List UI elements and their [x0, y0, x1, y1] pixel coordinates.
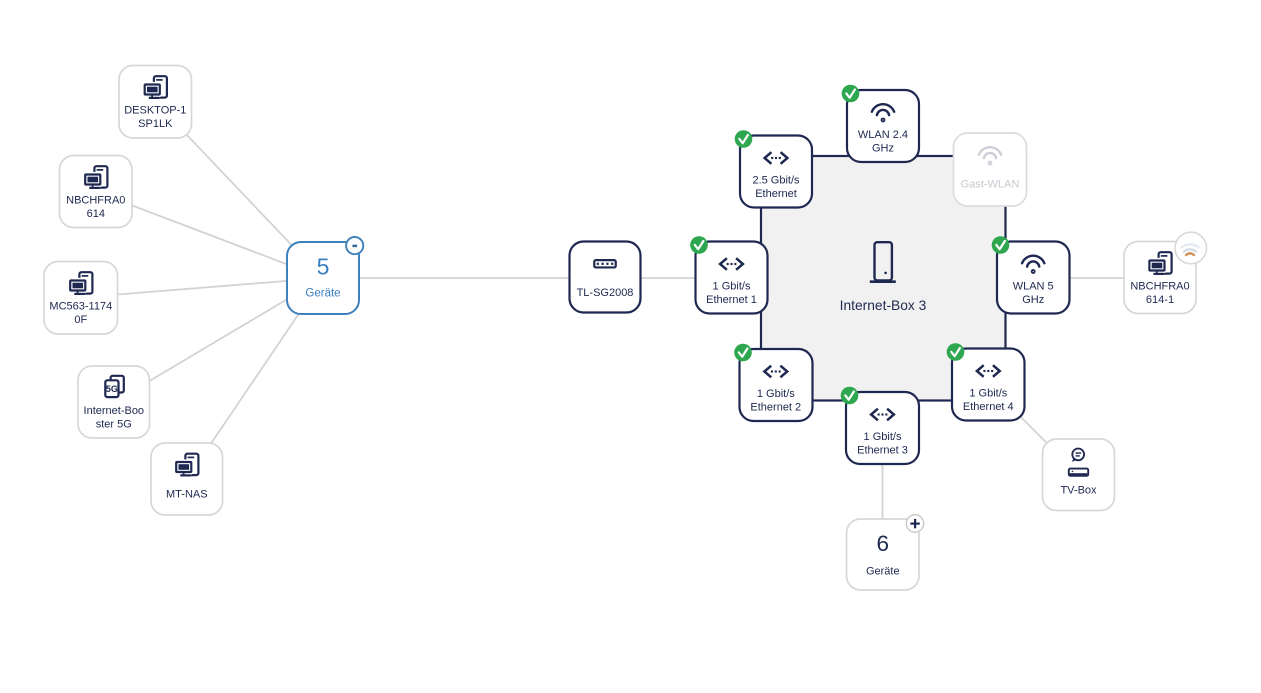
svg-text:Geräte: Geräte: [305, 288, 340, 300]
svg-text:DESKTOP-1: DESKTOP-1: [124, 104, 186, 116]
svg-text:GHz: GHz: [1022, 294, 1044, 306]
svg-text:5: 5: [317, 254, 330, 280]
svg-text:2.5 Gbit/s: 2.5 Gbit/s: [752, 174, 800, 186]
svg-text:Internet-Box 3: Internet-Box 3: [840, 298, 927, 313]
svg-text:MT-NAS: MT-NAS: [166, 489, 208, 501]
svg-text:Ethernet 2: Ethernet 2: [750, 401, 801, 413]
svg-text:Internet-Boo: Internet-Boo: [84, 405, 145, 417]
svg-text:1 Gbit/s: 1 Gbit/s: [713, 280, 751, 292]
svg-text:TV-Box: TV-Box: [1060, 485, 1097, 497]
svg-text:Geräte: Geräte: [866, 565, 900, 577]
svg-text:614-1: 614-1: [1146, 294, 1174, 306]
svg-text:1 Gbit/s: 1 Gbit/s: [864, 431, 902, 443]
svg-text:Ethernet: Ethernet: [755, 188, 797, 200]
svg-text:WLAN 2.4: WLAN 2.4: [858, 129, 908, 141]
svg-text:WLAN 5: WLAN 5: [1013, 280, 1054, 292]
svg-text:Ethernet 3: Ethernet 3: [857, 444, 908, 456]
svg-text:1 Gbit/s: 1 Gbit/s: [757, 388, 795, 400]
svg-text:Ethernet 4: Ethernet 4: [963, 401, 1014, 413]
svg-text:TL-SG2008: TL-SG2008: [577, 287, 634, 299]
svg-text:1 Gbit/s: 1 Gbit/s: [969, 387, 1007, 399]
svg-text:NBCHFRA0: NBCHFRA0: [1130, 280, 1189, 292]
svg-text:ster 5G: ster 5G: [96, 418, 132, 430]
svg-text:0F: 0F: [74, 314, 87, 326]
svg-text:Gast-WLAN: Gast-WLAN: [961, 179, 1020, 191]
svg-text:6: 6: [877, 531, 890, 556]
svg-text:MC563-1174: MC563-1174: [49, 300, 112, 312]
svg-text:Ethernet 1: Ethernet 1: [706, 294, 757, 306]
svg-text:NBCHFRA0: NBCHFRA0: [66, 194, 125, 206]
svg-text:GHz: GHz: [872, 142, 894, 154]
svg-text:614: 614: [87, 208, 105, 220]
svg-text:SP1LK: SP1LK: [138, 118, 173, 130]
